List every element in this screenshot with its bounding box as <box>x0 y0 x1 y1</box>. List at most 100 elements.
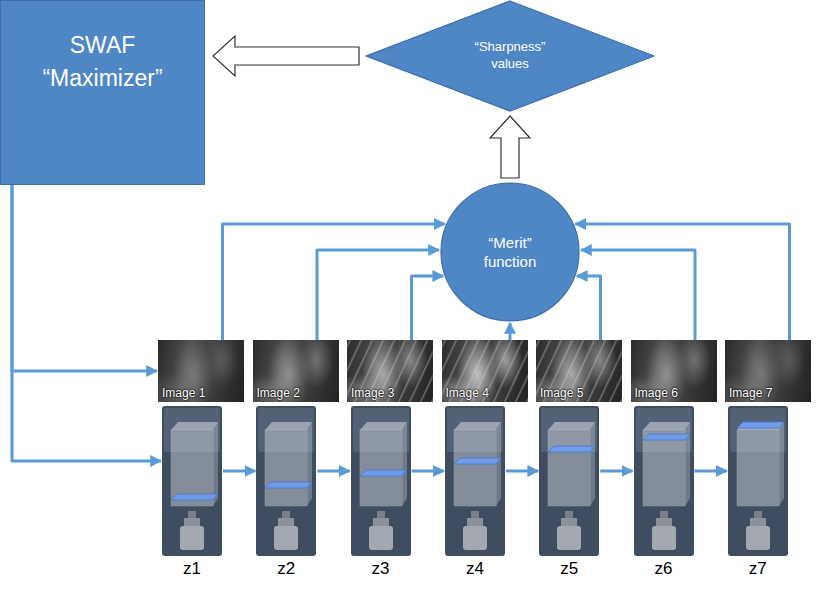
focus-stack-illustration <box>445 406 505 556</box>
cube-top <box>454 422 501 430</box>
function-circle: “Merit” function <box>440 182 580 322</box>
cube-front <box>360 430 402 506</box>
image-thumbnail: Image 3 <box>347 340 433 402</box>
image-label: Image 4 <box>446 386 489 400</box>
objective-neck <box>278 518 294 527</box>
objective-neck <box>184 518 200 527</box>
connector <box>317 250 439 340</box>
cube-top <box>360 422 407 430</box>
objective-body <box>557 526 581 550</box>
circle-shape <box>441 183 579 321</box>
focus-position: z4 <box>445 406 505 556</box>
box-label: SWAF “Maximizer” <box>42 29 162 96</box>
position-label: z1 <box>152 559 232 579</box>
focal-plane <box>454 458 501 464</box>
cube-top <box>643 422 690 430</box>
diamond-label: “Sharpness” values <box>475 39 546 73</box>
connector <box>577 276 601 340</box>
block-arrow <box>490 116 530 178</box>
image-thumbnail: Image 1 <box>158 340 244 402</box>
objective-tip <box>565 511 573 519</box>
image-thumbnail: Image 4 <box>442 340 528 402</box>
circle-outline <box>440 182 580 322</box>
connector <box>223 224 445 340</box>
image-label: Image 7 <box>729 386 772 400</box>
objective-neck <box>750 518 766 527</box>
focus-position: z6 <box>634 406 694 556</box>
cube-top <box>171 422 218 430</box>
position-label: z2 <box>246 559 326 579</box>
image-thumbnail: Image 5 <box>536 340 622 402</box>
process-box: SWAF “Maximizer” <box>0 0 205 185</box>
connector <box>412 470 444 473</box>
connector <box>581 250 695 340</box>
image-thumbnail: Image 6 <box>631 340 717 402</box>
frame <box>634 406 694 556</box>
connector <box>12 185 161 461</box>
focus-position: z3 <box>351 406 411 556</box>
frame <box>351 406 411 556</box>
focus-position: z7 <box>728 406 788 556</box>
connector <box>509 323 512 340</box>
cube-side <box>402 422 407 506</box>
connector <box>506 470 538 473</box>
focus-stack-illustration <box>634 406 694 556</box>
focal-plane <box>548 446 595 452</box>
focal-plane <box>171 494 218 500</box>
position-label: z5 <box>529 559 609 579</box>
connector <box>223 470 255 473</box>
focal-plane <box>737 422 784 428</box>
connector <box>412 276 444 340</box>
frame <box>256 406 316 556</box>
cube-front <box>265 430 307 506</box>
objective-body <box>746 526 770 550</box>
position-label: z6 <box>624 559 704 579</box>
cube-side <box>779 422 784 506</box>
cube-top <box>737 422 784 430</box>
image-label: Image 3 <box>351 386 394 400</box>
focus-position: z5 <box>539 406 599 556</box>
objective-tip <box>377 511 385 519</box>
cube-side <box>213 422 218 506</box>
position-label: z3 <box>341 559 421 579</box>
objective-tip <box>188 511 196 519</box>
frame <box>728 406 788 556</box>
focus-position: z1 <box>162 406 222 556</box>
image-label: Image 6 <box>635 386 678 400</box>
focus-stack-illustration <box>728 406 788 556</box>
connector <box>575 224 789 340</box>
connector <box>695 470 727 473</box>
image-label: Image 5 <box>540 386 583 400</box>
focus-stack-illustration <box>162 406 222 556</box>
circle-label: “Merit” function <box>484 233 537 272</box>
objective-tip <box>282 511 290 519</box>
objective-neck <box>467 518 483 527</box>
frame <box>539 406 599 556</box>
cube-top <box>265 422 312 430</box>
cube-front <box>548 430 590 506</box>
focus-stack-illustration <box>256 406 316 556</box>
connector <box>317 470 349 473</box>
cube-front <box>737 430 779 506</box>
objective-body <box>274 526 298 550</box>
image-label: Image 2 <box>257 386 300 400</box>
connector <box>600 470 632 473</box>
focal-plane <box>360 470 407 476</box>
connector <box>12 185 157 371</box>
focal-plane <box>643 434 690 440</box>
block-arrow <box>213 36 359 76</box>
frame <box>445 406 505 556</box>
image-label: Image 1 <box>162 386 205 400</box>
cube-side <box>307 422 312 506</box>
objective-body <box>369 526 393 550</box>
position-label: z4 <box>435 559 515 579</box>
position-label: z7 <box>718 559 798 579</box>
image-thumbnail: Image 2 <box>253 340 339 402</box>
cube-top <box>548 422 595 430</box>
image-thumbnail: Image 7 <box>725 340 811 402</box>
objective-neck <box>656 518 672 527</box>
objective-tip <box>754 511 762 519</box>
cube-front <box>643 430 685 506</box>
objective-body <box>180 526 204 550</box>
